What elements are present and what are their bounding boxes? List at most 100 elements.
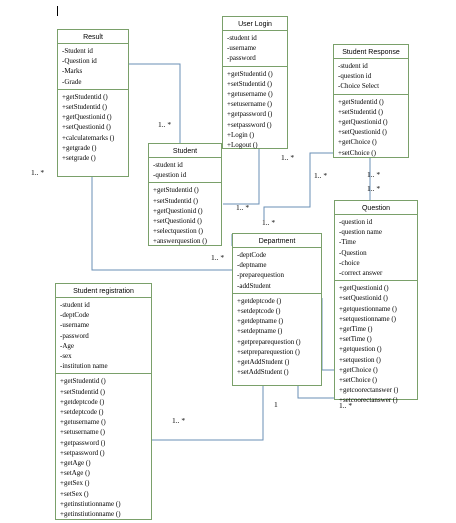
methods: +getStudentid ()+setStudentid ()+getQues…: [149, 182, 221, 248]
class-title: Result: [58, 30, 128, 44]
method-item: +setStudentid (): [153, 196, 198, 205]
attribute-item: -username: [60, 321, 90, 330]
attribute-item: -question name: [339, 228, 382, 237]
methods: +getQuestionid ()+setQuestionid ()+getqu…: [335, 280, 417, 407]
method-item: +Login (): [227, 130, 255, 139]
method-item: +getChoice (): [339, 365, 378, 374]
multiplicity-label: 1.. *: [236, 203, 250, 212]
class-title: Question: [335, 201, 417, 215]
method-item: +setgrade (): [62, 154, 96, 163]
method-item: +setQuestionid (): [339, 294, 388, 303]
method-item: +Logout (): [227, 141, 258, 150]
attribute-item: -Time: [339, 238, 356, 247]
method-item: +setTime (): [339, 335, 372, 344]
class-title: Student registration: [56, 284, 151, 298]
attribute-item: -institution name: [60, 362, 108, 371]
attributes: -question id-question name-Time-Question…: [335, 215, 417, 280]
attribute-item: -password: [227, 54, 256, 63]
method-item: +getcoorectanswer (): [339, 386, 399, 395]
class-user-login[interactable]: User Login -student id-username-password…: [222, 16, 288, 149]
method-item: +setStudentid (): [227, 79, 272, 88]
method-item: +getdeptname (): [237, 317, 284, 326]
class-question[interactable]: Question -question id -question name-Time…: [334, 200, 418, 404]
method-item: +selectquestion (): [153, 227, 204, 236]
attributes: -deptCode-deptname-preparequestion-addSt…: [233, 248, 321, 293]
attribute-item: -addStudent: [237, 281, 271, 290]
attribute-item: -student id: [60, 301, 90, 309]
method-item: +calculatemarks (): [62, 133, 115, 142]
attribute-item: -password: [60, 331, 89, 340]
method-item: +getusername (): [60, 418, 106, 427]
method-item: +setusername (): [227, 100, 272, 109]
class-student[interactable]: Student -student id-question id +getStud…: [148, 143, 222, 246]
method-item: +getQuestionid (): [338, 118, 388, 127]
attributes: -student id -question id-Choice Select: [334, 59, 408, 94]
method-item: +getQuestionid (): [62, 113, 112, 122]
class-department[interactable]: Department -deptCode-deptname-prepareque…: [232, 233, 322, 386]
attribute-item: -deptCode: [237, 251, 267, 259]
method-item: +getdeptcode (): [237, 296, 282, 305]
assoc-registration-department: [152, 386, 264, 441]
method-item: +answerquestion (): [153, 237, 207, 246]
attributes: -student id -deptCode-username-password-A…: [56, 298, 151, 373]
attribute-item: -question id: [339, 218, 373, 226]
method-item: +setpassword (): [60, 448, 105, 457]
multiplicity-label: 1.. *: [211, 253, 225, 262]
attribute-item: -sex: [60, 352, 72, 361]
assoc-result-department: [91, 176, 232, 271]
method-item: +getinstiutionname (): [60, 510, 121, 519]
method-item: +getquestion (): [339, 345, 382, 354]
method-item: +getQuestionid (): [153, 206, 203, 215]
multiplicity-label: 1.. *: [158, 120, 172, 129]
attributes: -student id-username-password: [223, 31, 287, 66]
attribute-item: -deptCode: [60, 311, 90, 320]
method-item: +setStudentid (): [338, 107, 383, 116]
method-item: +setdeptcode (): [237, 307, 281, 316]
attribute-item: -Student id: [62, 47, 93, 55]
method-item: +setAge (): [60, 469, 90, 478]
method-item: +setQuestionid (): [338, 128, 387, 137]
attribute-item: -student id: [153, 161, 183, 169]
method-item: +setStudentid (): [60, 387, 105, 396]
method-item: +setcoorectanswer (): [339, 396, 398, 405]
method-item: +setdeptname (): [237, 327, 283, 336]
method-item: +setQuestionid (): [62, 123, 111, 132]
attribute-item: -Question id: [62, 57, 97, 66]
attribute-item: -Choice Select: [338, 82, 380, 91]
methods: +getStudentid ()+setStudentid ()+getdept…: [56, 373, 151, 521]
multiplicity-label: 1.. *: [281, 153, 295, 162]
attribute-item: -deptname: [237, 261, 267, 270]
text-cursor: [57, 6, 58, 16]
class-student-registration[interactable]: Student registration -student id -deptCod…: [55, 283, 152, 520]
multiplicity-label: 1.. *: [262, 218, 276, 227]
method-item: +getinstiutionname (): [60, 499, 121, 508]
method-item: +getgrade (): [62, 143, 97, 152]
attribute-item: -question id: [338, 72, 372, 81]
attributes: -Student id-Question id-Marks-Grade: [58, 44, 128, 89]
method-item: +setChoice (): [338, 148, 376, 157]
methods: +getStudentid ()+setStudentid ()+getQues…: [334, 93, 408, 160]
method-item: +setusername (): [60, 428, 105, 437]
method-item: +getdeptcode (): [60, 397, 105, 406]
method-item: +setquestion (): [339, 355, 381, 364]
method-item: +getStudentid (): [60, 377, 106, 386]
method-item: +setQuestionid (): [153, 217, 202, 226]
multiplicity-label: 1.. *: [367, 184, 381, 193]
method-item: +setStudentid (): [62, 103, 107, 112]
assoc-result-student: [128, 63, 181, 143]
method-item: +getpassword (): [227, 110, 273, 119]
multiplicity-label: 1.. *: [339, 401, 353, 410]
attribute-item: -Marks: [62, 67, 83, 76]
attribute-item: -correct answer: [339, 269, 383, 278]
class-student-response[interactable]: Student Response -student id -question id…: [333, 44, 409, 158]
multiplicity-label: 1.. *: [314, 171, 328, 180]
class-result[interactable]: Result -Student id-Question id-Marks-Gra…: [57, 29, 129, 177]
attribute-item: -student id: [227, 34, 257, 42]
method-item: +getStudentid (): [153, 186, 199, 195]
attribute-item: -question id: [153, 171, 187, 180]
class-title: Student Response: [334, 45, 408, 59]
attribute-item: -student id: [338, 62, 368, 70]
attribute-item: -Age: [60, 341, 74, 350]
method-item: +setAddStudent (): [237, 368, 289, 377]
